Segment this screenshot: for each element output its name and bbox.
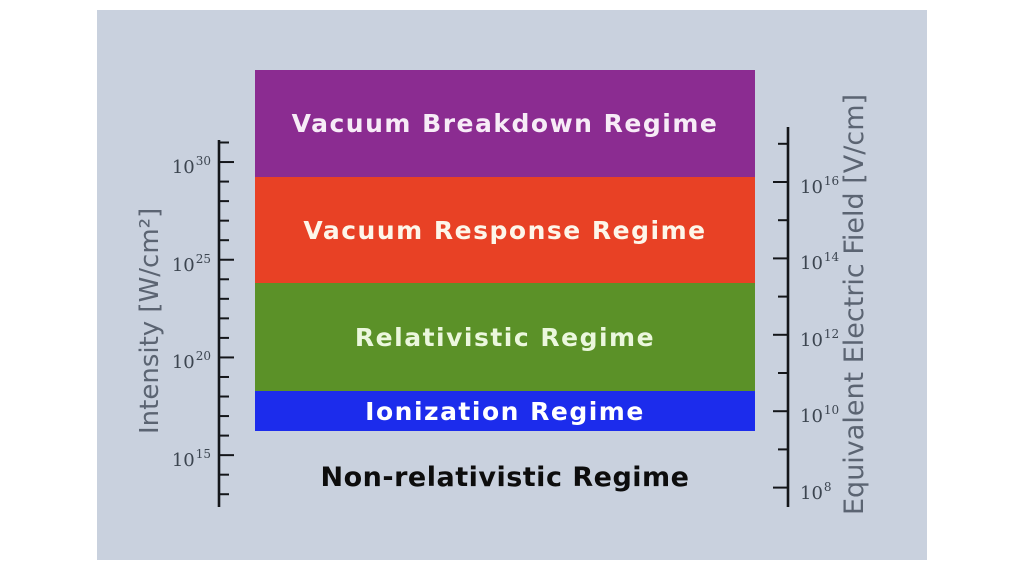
right-tick-label-1e12: 1012 (800, 327, 840, 351)
band-vacuum-response-regime: Vacuum Response Regime (255, 177, 755, 283)
figure-panel: Vacuum Breakdown Regime Vacuum Response … (97, 10, 927, 560)
left-tick-label-1e30: 1030 (171, 154, 211, 178)
annotation-non-relativistic-regime: Non-relativistic Regime (320, 462, 690, 493)
band-relativistic-regime: Relativistic Regime (255, 283, 755, 391)
right-tick-label-1e16: 1016 (800, 174, 840, 198)
left-axis-title: Intensity [W/cm²] (135, 207, 165, 434)
band-ionization-regime: Ionization Regime (255, 391, 755, 431)
left-tick-label-1e20: 1020 (171, 349, 211, 373)
right-tick-label-1e10: 1010 (800, 403, 840, 427)
left-tick-label-1e15: 1015 (171, 447, 211, 471)
right-tick-label-1e8: 108 (800, 480, 832, 504)
band-label-ionization: Ionization Regime (365, 396, 645, 426)
band-label-relativistic: Relativistic Regime (354, 322, 656, 352)
right-axis-title: Equivalent Electric Field [V/cm] (839, 93, 870, 515)
left-tick-label-1e25: 1025 (171, 252, 211, 276)
right-tick-label-1e14: 1014 (800, 250, 840, 274)
band-label-vacuum-response: Vacuum Response Regime (303, 215, 707, 245)
band-label-vacuum-breakdown: Vacuum Breakdown Regime (291, 109, 719, 138)
band-vacuum-breakdown-regime: Vacuum Breakdown Regime (255, 70, 755, 177)
